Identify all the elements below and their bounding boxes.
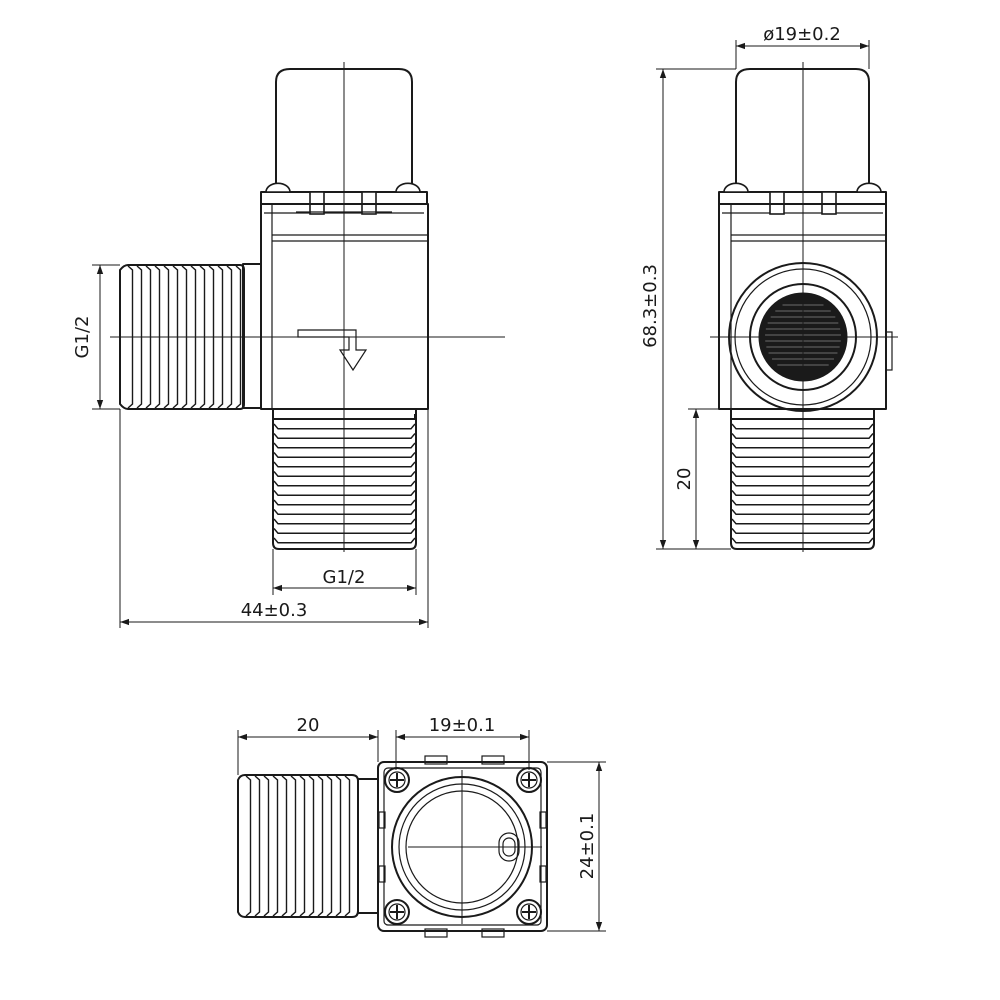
bottom-side-thread — [237, 774, 379, 918]
label-side-thread-length: 20 — [674, 468, 695, 491]
label-bottom-body-height: 24±0.1 — [577, 813, 598, 880]
screw-icon — [516, 899, 542, 925]
dim-bottom-thread-length: 20 — [237, 715, 379, 775]
flow-arrow-icon — [297, 329, 368, 372]
front-view: G1/2 G1/2 44±0.3 — [72, 62, 505, 628]
label-front-total-width: 44±0.3 — [241, 600, 308, 621]
dim-front-side-thread: G1/2 — [72, 264, 120, 410]
bottom-view: 20 19±0.1 24±0.1 — [237, 715, 606, 938]
front-centerlines — [110, 62, 505, 552]
side-view: ø19±0.2 68.3±0.3 20 — [640, 24, 898, 552]
label-side-total-height: 68.3±0.3 — [640, 264, 661, 348]
screw-icon — [384, 899, 410, 925]
side-centerlines — [710, 62, 898, 552]
label-bottom-body-width: 19±0.1 — [429, 715, 496, 736]
dim-front-total-width: 44±0.3 — [119, 409, 429, 628]
label-front-side-thread: G1/2 — [72, 316, 93, 359]
dim-side-total-height: 68.3±0.3 — [640, 68, 736, 550]
bottom-centerlines — [408, 770, 542, 924]
bottom-valve-body — [377, 755, 548, 938]
dim-front-bottom-thread: G1/2 — [272, 549, 417, 595]
label-bottom-thread-length: 20 — [297, 715, 320, 736]
dim-side-thread-length: 20 — [674, 408, 719, 549]
dim-bottom-body-height: 24±0.1 — [547, 761, 606, 932]
dim-side-coil-diameter: ø19±0.2 — [735, 24, 870, 69]
dim-bottom-body-width: 19±0.1 — [395, 715, 530, 770]
label-side-coil-diameter: ø19±0.2 — [763, 24, 841, 45]
front-side-collar — [242, 263, 262, 409]
label-front-bottom-thread: G1/2 — [323, 567, 366, 588]
screw-icon — [384, 767, 410, 793]
bottom-screws — [384, 767, 542, 925]
